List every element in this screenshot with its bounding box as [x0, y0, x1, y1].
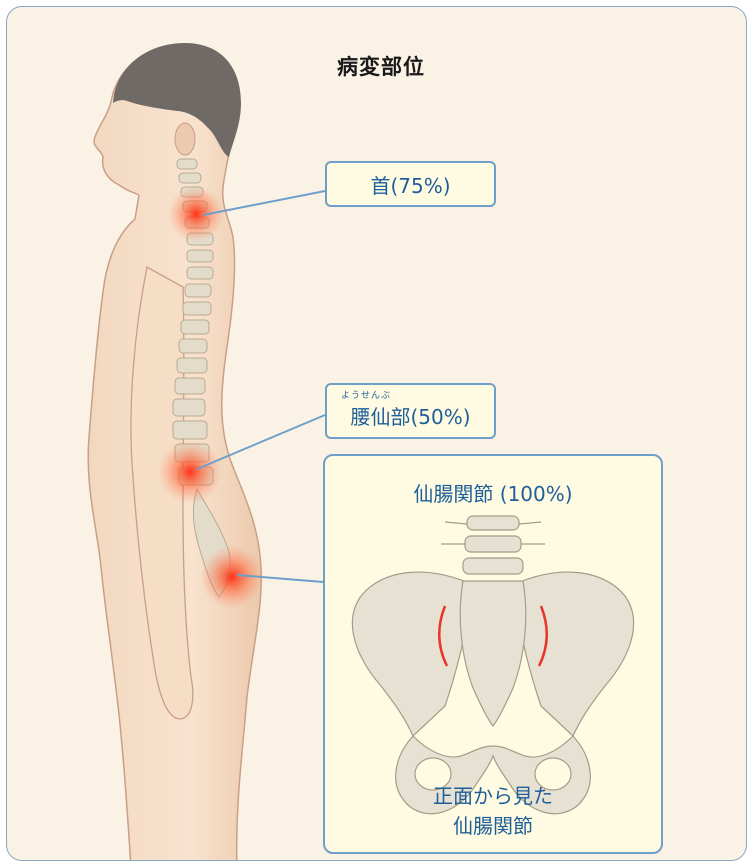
lumbar-label: 腰仙部(50%): [350, 401, 470, 430]
neck-highlight: [168, 186, 224, 242]
panel-caption-line-2: 仙腸関節: [325, 811, 661, 841]
diagram-title: 病変部位: [337, 51, 425, 81]
diagram-frame: 病変部位 首(75%) ようせんぶ 腰仙部(50%) 仙腸関節 (100%): [6, 6, 747, 861]
neck-callout: 首(75%): [325, 161, 496, 207]
neck-label: 首(75%): [370, 170, 450, 199]
lumbar-callout: ようせんぶ 腰仙部(50%): [325, 383, 496, 439]
lumbar-highlight: [158, 440, 222, 504]
lumbar-ruby: ようせんぶ: [341, 388, 391, 401]
panel-caption-line-1: 正面から見た: [325, 781, 661, 811]
sacroiliac-panel: 仙腸関節 (100%) 正面から見た: [323, 454, 663, 854]
panel-caption: 正面から見た 仙腸関節: [325, 781, 661, 841]
